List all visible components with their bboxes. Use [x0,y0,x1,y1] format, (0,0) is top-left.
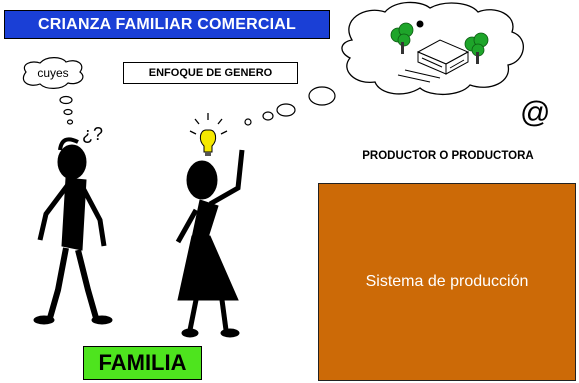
family-box: FAMILIA [83,346,202,380]
farm-house-icon [397,20,470,83]
thinking-man-figure: ¿? [33,124,113,325]
producer-label: PRODUCTOR O PRODUCTORA [362,150,534,162]
production-system-box: Sistema de producción [318,183,576,381]
gender-focus-box: ENFOQUE DE GENERO [123,62,298,84]
lightbulb-icon [189,113,228,156]
cuyes-cloud [22,57,84,125]
tree-icon [390,22,489,64]
thought-bubbles-woman [244,86,336,126]
cuyes-label: cuyes [37,66,69,80]
title-banner: CRIANZA FAMILIAR COMERCIAL [4,10,330,39]
svg-text:¿?: ¿? [82,124,103,144]
woman-with-idea-figure [175,149,245,338]
at-symbol: @ [520,96,551,129]
production-system-label: Sistema de producción [365,273,529,290]
